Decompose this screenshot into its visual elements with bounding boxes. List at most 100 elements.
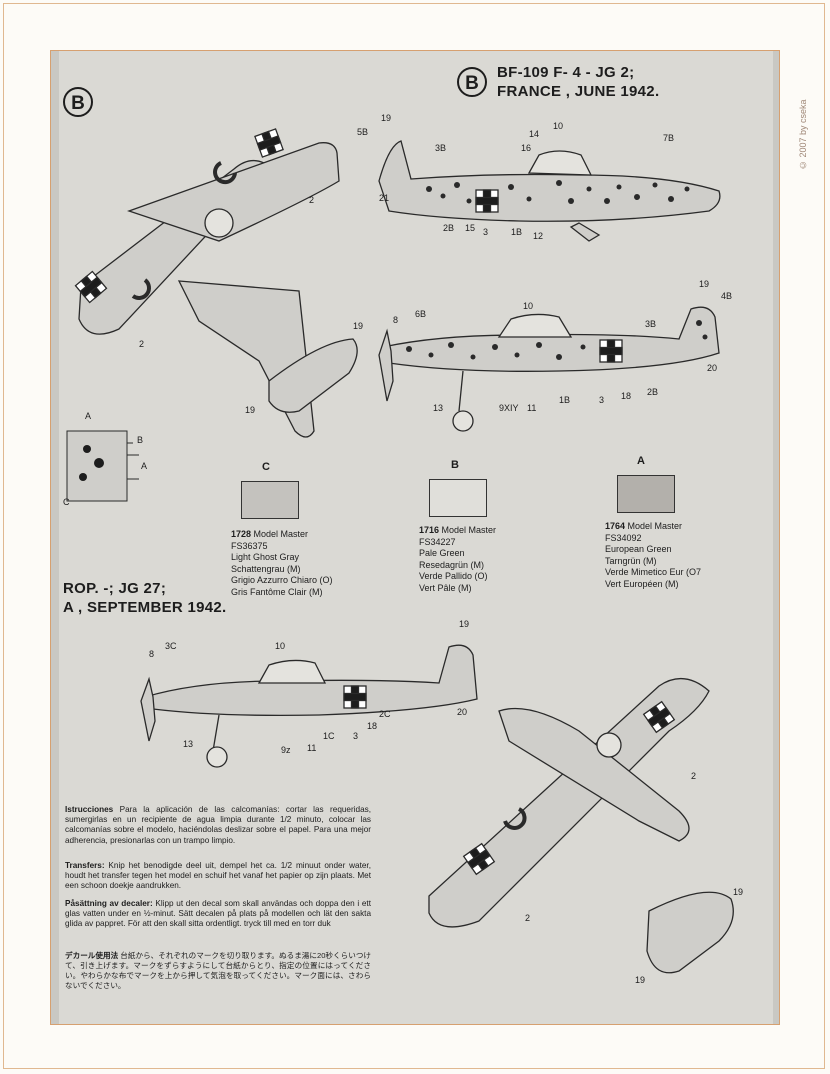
callout: 18 xyxy=(621,391,632,401)
callout: 3C xyxy=(165,641,177,651)
instructions-sv: Påsättning av decaler: Klipp ut den deca… xyxy=(65,899,371,930)
color-b-code: 1716 xyxy=(419,525,440,535)
callout: 20 xyxy=(457,707,468,717)
callout: 3B xyxy=(645,319,657,329)
callout: 13 xyxy=(183,739,194,749)
color-b-name: Verde Pallido (O) xyxy=(419,571,488,581)
color-c-code: 1728 xyxy=(231,529,252,539)
callout: 1B xyxy=(511,227,523,237)
side-view-top xyxy=(378,140,721,242)
callout: 19 xyxy=(245,405,256,415)
color-c-name: Light Ghost Gray xyxy=(231,552,300,562)
callout: 19 xyxy=(699,279,710,289)
color-c-name: Gris Fantôme Clair (M) xyxy=(231,586,323,597)
camo-key xyxy=(66,430,139,502)
callout: 19 xyxy=(353,321,364,331)
callout: 10 xyxy=(553,121,564,131)
callout: 16 xyxy=(521,143,532,153)
scheme-c-title: ROP. -; JG 27; A , SEPTEMBER 1942. xyxy=(63,579,227,617)
color-c-name: Schattengrau (M) xyxy=(231,563,301,574)
callout: 5B xyxy=(357,127,369,137)
callout: 2 xyxy=(139,339,145,349)
callout: 19 xyxy=(635,975,646,985)
callout: 9XIY xyxy=(499,403,519,413)
color-a-fs: FS34092 xyxy=(605,532,642,543)
callout: 9z xyxy=(281,745,291,755)
callout: 13 xyxy=(433,403,444,413)
callout: 2 xyxy=(525,913,531,923)
instructions-es-heading: Istrucciones xyxy=(65,805,114,814)
plan-view-bottom xyxy=(428,678,734,974)
callout: 10 xyxy=(523,301,534,311)
instructions-es-body: Para la aplicación de las calcomanías: c… xyxy=(65,805,371,845)
instructions-jp-heading: デカール使用法 xyxy=(65,951,119,960)
instructions-jp-body: 台紙から、それぞれのマークを切り取ります。ぬるま湯に20秒くらいつけて、引き上げ… xyxy=(65,951,372,990)
color-c-swatch xyxy=(241,481,299,519)
watermark: © 2007 by cseka xyxy=(798,99,808,170)
scheme-b-line2: FRANCE , JUNE 1942. xyxy=(497,83,660,100)
callout: 20 xyxy=(707,363,718,373)
outer-frame xyxy=(3,3,825,1069)
side-view-middle xyxy=(378,306,720,432)
callout: 19 xyxy=(381,113,392,123)
instructions-nl-heading: Transfers: xyxy=(65,861,105,870)
scheme-b-line1: BF-109 F- 4 - JG 2; xyxy=(497,64,635,81)
color-a-name: European Green xyxy=(605,544,672,554)
camo-label: A xyxy=(85,411,92,421)
photo: B B BF-109 F- 4 - JG 2; FRANCE , JUNE 19… xyxy=(50,50,780,1025)
color-a-swatch xyxy=(617,475,675,513)
instructions-nl-body: Knip het benodigde deel uit, dempel het … xyxy=(65,861,371,891)
callout: 3 xyxy=(483,227,489,237)
callout: 3 xyxy=(599,395,605,405)
color-a-code: 1764 xyxy=(605,521,626,531)
callout: 10 xyxy=(275,641,286,651)
camo-label: C xyxy=(63,497,70,507)
callout: 1C xyxy=(323,731,335,741)
callout: 11 xyxy=(307,743,317,753)
color-b-info: 1716 Model Master FS34227 Pale Green Res… xyxy=(419,525,496,594)
color-c-name: Grigio Azzurro Chiaro (O) xyxy=(231,575,333,585)
callout: 19 xyxy=(733,887,744,897)
color-a-name: Vert Européen (M) xyxy=(605,578,679,589)
callout: 3B xyxy=(435,143,447,153)
callout: 14 xyxy=(529,129,540,139)
callout: 2B xyxy=(647,387,659,397)
aircraft-drawings xyxy=(66,128,734,974)
color-b-name: Resedagrün (M) xyxy=(419,559,485,570)
scheme-b-title: BF-109 F- 4 - JG 2; FRANCE , JUNE 1942. xyxy=(497,63,659,101)
scheme-c-line2: A , SEPTEMBER 1942. xyxy=(63,599,227,616)
callout: 3 xyxy=(353,731,359,741)
color-b-brand: Model Master xyxy=(439,525,497,535)
color-a-info: 1764 Model Master FS34092 European Green… xyxy=(605,521,701,590)
scheme-badge-right: B xyxy=(457,67,487,97)
callout: 2 xyxy=(691,771,697,781)
color-b-label: B xyxy=(451,459,459,471)
instructions-sv-body: Klipp ut den decal som skall användas oc… xyxy=(65,899,371,929)
callout: 15 xyxy=(465,223,476,233)
color-c-info: 1728 Model Master FS36375 Light Ghost Gr… xyxy=(231,529,333,598)
instruction-sheet: B B BF-109 F- 4 - JG 2; FRANCE , JUNE 19… xyxy=(59,51,773,1024)
callout: 8 xyxy=(393,315,399,325)
callout: 4B xyxy=(721,291,733,301)
callout: 11 xyxy=(527,403,537,413)
instructions-nl: Transfers: Knip het benodigde deel uit, … xyxy=(65,861,371,892)
camo-label: B xyxy=(137,435,144,445)
side-view-bottom xyxy=(140,644,478,768)
color-c-fs: FS36375 xyxy=(231,540,268,551)
color-b-fs: FS34227 xyxy=(419,536,456,547)
color-c-brand: Model Master xyxy=(251,529,309,539)
plan-view-top xyxy=(74,128,358,438)
instructions-es: Istrucciones Para la aplicación de las c… xyxy=(65,805,371,846)
color-b-name: Pale Green xyxy=(419,548,465,558)
instructions-jp: デカール使用法 台紙から、それぞれのマークを切り取ります。ぬるま湯に20秒くらい… xyxy=(65,951,371,991)
camo-label: A xyxy=(141,461,148,471)
callout: 2B xyxy=(443,223,455,233)
color-c-label: C xyxy=(262,461,270,473)
color-b-name: Vert Pâle (M) xyxy=(419,582,472,593)
instructions-sv-heading: Påsättning av decaler: xyxy=(65,899,153,908)
callout: 8 xyxy=(149,649,155,659)
color-a-label: A xyxy=(637,455,645,467)
color-a-name: Verde Mimetico Eur (O7 xyxy=(605,567,702,577)
color-a-brand: Model Master xyxy=(625,521,683,531)
callout: 1B xyxy=(559,395,571,405)
